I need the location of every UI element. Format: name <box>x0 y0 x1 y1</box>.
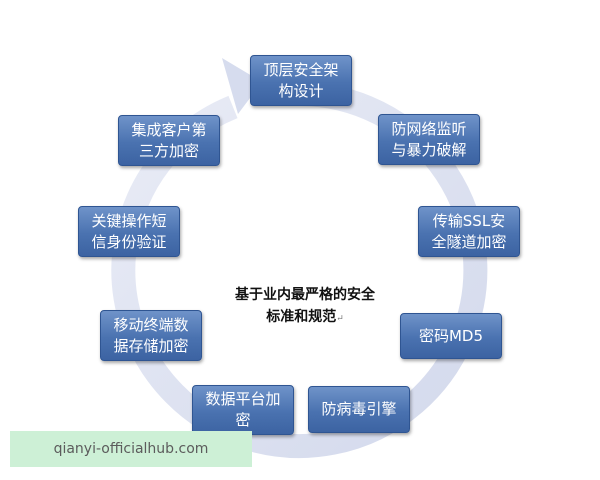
node-ssl-tunnel: 传输SSL安 全隧道加密 <box>418 206 520 257</box>
node-platform-encryption: 数据平台加 密 <box>192 385 294 435</box>
watermark-text: qianyi-officialhub.com <box>53 441 209 457</box>
node-network-monitoring: 防网络监听 与暴力破解 <box>378 114 480 165</box>
node-mobile-storage-encryption: 移动终端数 据存储加密 <box>100 310 202 361</box>
node-top-security-architecture: 顶层安全架 构设计 <box>250 55 352 106</box>
node-third-party-encryption: 集成客户第 三方加密 <box>118 115 220 166</box>
node-antivirus-engine: 防病毒引擎 <box>308 386 410 433</box>
node-sms-verification: 关键操作短 信身份验证 <box>78 206 180 257</box>
node-md5: 密码MD5 <box>400 313 502 359</box>
center-caption: 基于业内最严格的安全 标准和规范↵ <box>200 262 410 330</box>
center-caption-text: 基于业内最严格的安全 标准和规范 <box>235 287 375 325</box>
return-mark: ↵ <box>336 314 344 324</box>
watermark: qianyi-officialhub.com <box>10 431 252 467</box>
ring-arrowhead <box>222 58 262 114</box>
